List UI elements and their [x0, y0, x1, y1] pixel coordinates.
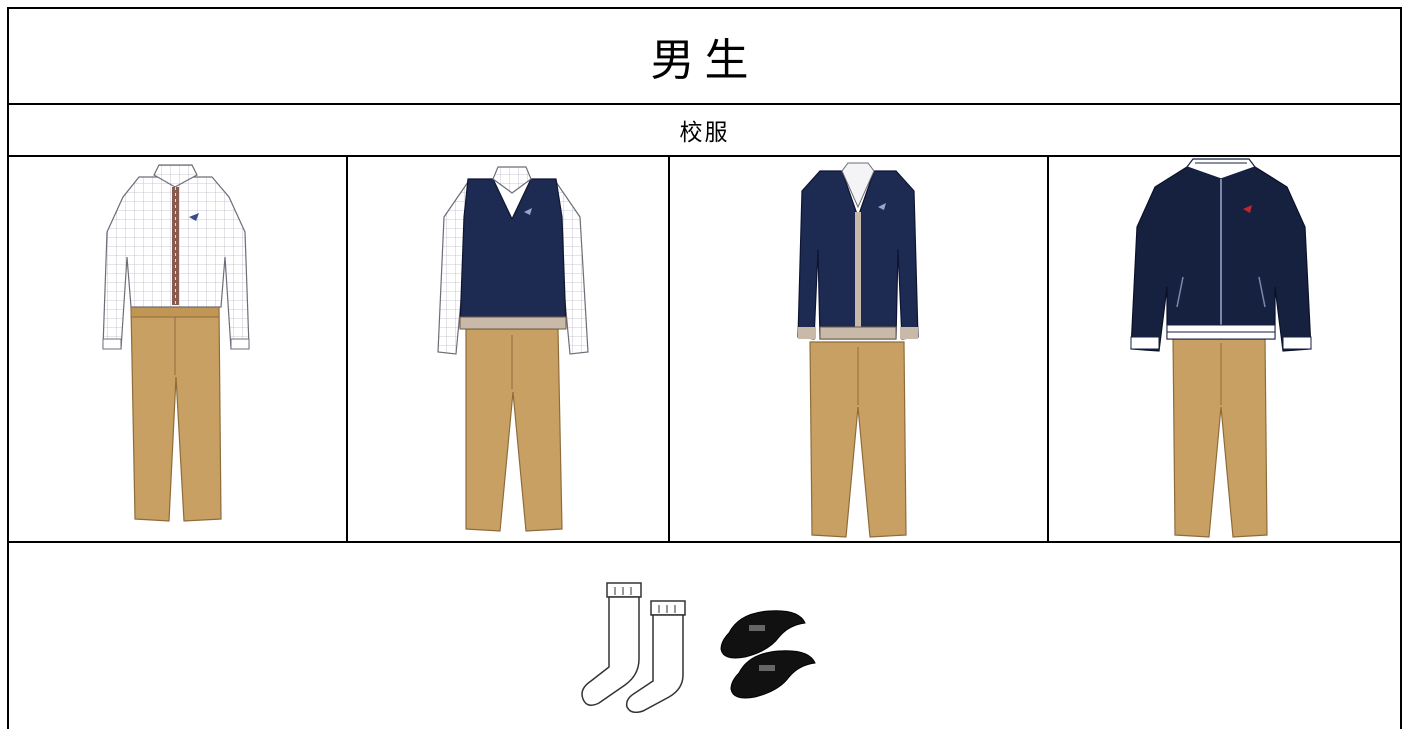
socks-icon: [581, 582, 686, 713]
section-subtitle: 校服: [679, 120, 730, 146]
outfit-cell-2: [348, 157, 670, 541]
title-row: 男生: [9, 9, 1400, 105]
cardigan-outfit-illustration: [797, 162, 919, 538]
page-title: 男生: [650, 35, 759, 86]
zip-jacket-outfit-illustration: [1130, 158, 1312, 538]
outfit-cell-3: [670, 157, 1049, 541]
leather-shoes-icon: [720, 610, 816, 699]
outfit-cell-4: [1049, 157, 1400, 541]
vest-outfit-illustration: [437, 166, 589, 532]
shirt-trousers-illustration: [102, 164, 250, 522]
uniform-sheet: 男生 校服: [7, 7, 1402, 729]
subtitle-row: 校服: [9, 105, 1400, 157]
outfit-images-row: [9, 157, 1400, 543]
outfit-cell-1: [9, 157, 348, 541]
accessories-row: [9, 543, 1400, 733]
